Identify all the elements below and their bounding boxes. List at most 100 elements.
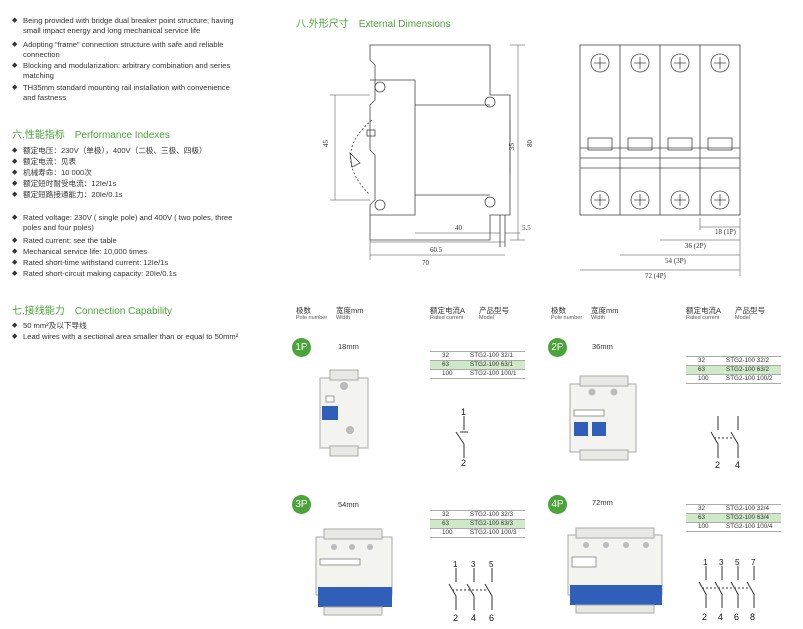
diamond-bullet-icon: ◆: [12, 270, 18, 277]
terminal-label: 4: [735, 460, 740, 470]
dim-label: 70: [422, 259, 430, 265]
dim-label: 80: [526, 140, 534, 148]
width-value: 18mm: [338, 342, 359, 351]
dim-label: 60.5: [430, 246, 443, 254]
diamond-bullet-icon: ◆: [12, 62, 18, 69]
diamond-bullet-icon: ◆: [12, 84, 18, 91]
width-value: 72mm: [592, 498, 613, 507]
connection-item: ◆50 mm²及以下导线: [12, 321, 87, 330]
spec-item: ◆Rated current: see the table: [12, 236, 117, 245]
terminal-label: 7: [751, 558, 756, 567]
dim-label: 35: [508, 143, 516, 151]
spec-item: ◆Rated voltage: 230V ( single pole) and …: [12, 213, 233, 232]
front-view-drawing: 18 (1P) 36 (2P) 54 (3P) 72 (4P): [579, 44, 741, 280]
terminal-label: 1: [453, 560, 458, 569]
breaker-2p-image: [569, 375, 637, 461]
spec-item: ◆Mechanical service life: 10,000 times: [12, 247, 148, 256]
spec-item: ◆额定电压：230V（单极），400V（二极、三极、四极）: [12, 146, 207, 155]
breaker-3p-image: [315, 528, 393, 616]
pole-badge: 3P: [292, 495, 311, 514]
dim-label: 18 (1P): [715, 228, 736, 236]
switch-symbol-1p: 1 2: [455, 407, 468, 468]
switch-symbol-3p: 1 3 5 2 4 6: [448, 560, 494, 623]
diamond-bullet-icon: ◆: [12, 259, 18, 266]
diamond-bullet-icon: ◆: [12, 248, 18, 255]
terminal-label: 3: [719, 558, 724, 567]
diamond-bullet-icon: ◆: [12, 237, 18, 244]
spec-item: ◆额定短时耐受电流：12Ie/1s: [12, 179, 117, 188]
dim-label: 72 (4P): [645, 272, 666, 280]
spec-item: ◆机械寿命：10 000次: [12, 168, 92, 177]
terminal-label: 2: [453, 613, 458, 623]
pole-badge: 4P: [548, 495, 567, 514]
terminal-label: 1: [703, 558, 708, 567]
spec-item: ◆Rated short-time withstand current: 12I…: [12, 258, 169, 267]
diamond-bullet-icon: ◆: [12, 333, 18, 340]
feature-item: ◆TH35mm standard mounting rail installat…: [12, 83, 230, 102]
terminal-label: 6: [734, 612, 739, 622]
terminal-label: 2: [702, 612, 707, 622]
diamond-bullet-icon: ◆: [12, 180, 18, 187]
diamond-bullet-icon: ◆: [12, 158, 18, 165]
diamond-bullet-icon: ◆: [12, 322, 18, 329]
spec-item: ◆Rated short-circuit making capacity: 20…: [12, 269, 177, 278]
breaker-4p-image: [567, 527, 663, 614]
diamond-bullet-icon: ◆: [12, 191, 18, 198]
pole-badge: 1P: [292, 338, 311, 357]
spec-item: ◆额定电流：见表: [12, 157, 77, 166]
diamond-bullet-icon: ◆: [12, 17, 18, 24]
terminal-label: 8: [750, 612, 755, 622]
terminal-label: 6: [489, 613, 494, 623]
terminal-label: 5: [735, 558, 740, 567]
width-value: 36mm: [592, 342, 613, 351]
dim-label: 36 (2P): [685, 242, 706, 250]
feature-item: ◆Adopting “frame” connection structure w…: [12, 40, 224, 59]
terminal-label: 2: [461, 458, 466, 468]
side-view-drawing: 45 35 80 40 5.5 60.5 70: [322, 44, 534, 265]
terminal-label: 3: [471, 560, 476, 569]
connection-item: ◆Lead wires with a sectional area smalle…: [12, 332, 239, 341]
dim-label: 54 (3P): [665, 257, 686, 265]
dim-label: 5.5: [522, 224, 531, 232]
diamond-bullet-icon: ◆: [12, 214, 18, 221]
breaker-1p-image: [319, 369, 369, 457]
spec-item: ◆额定短路接通能力：20Ie/0.1s: [12, 190, 123, 199]
diamond-bullet-icon: ◆: [12, 147, 18, 154]
dim-label: 45: [322, 140, 330, 148]
terminal-label: 4: [471, 613, 476, 623]
pole-badge: 2P: [548, 338, 567, 357]
diamond-bullet-icon: ◆: [12, 169, 18, 176]
switch-symbol-4p: 1 3 5 7 2 4 6 8: [698, 558, 756, 622]
switch-symbol-2p: 2 4: [710, 416, 740, 470]
feature-item: ◆Blocking and modularization: arbitrary …: [12, 61, 231, 80]
terminal-label: 4: [718, 612, 723, 622]
terminal-label: 2: [715, 460, 720, 470]
width-value: 54mm: [338, 500, 359, 509]
feature-item: ◆Being provided with bridge dual breaker…: [12, 16, 234, 35]
terminal-label: 5: [489, 560, 494, 569]
